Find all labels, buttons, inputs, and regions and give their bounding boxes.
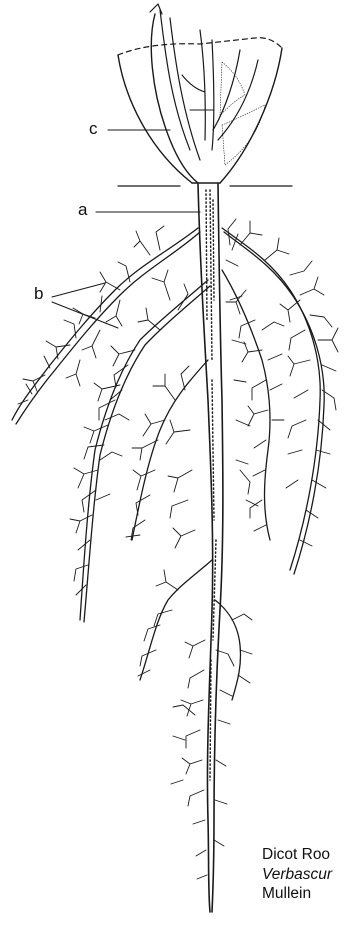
caption-species: Verbascur — [262, 865, 332, 885]
label-b: b — [34, 285, 43, 302]
label-leaders — [52, 130, 200, 328]
caption-title: Dicot Roo — [262, 845, 332, 865]
label-a: a — [78, 201, 87, 218]
lateral-roots — [12, 228, 324, 700]
stem-cross-section — [118, 4, 292, 186]
label-c: c — [89, 120, 98, 137]
caption-common-name: Mullein — [262, 884, 332, 904]
root-hairs — [18, 219, 338, 879]
caption: Dicot Roo Verbascur Mullein — [262, 845, 332, 904]
leader-b-lower — [52, 302, 118, 328]
leader-b-upper — [52, 283, 105, 297]
